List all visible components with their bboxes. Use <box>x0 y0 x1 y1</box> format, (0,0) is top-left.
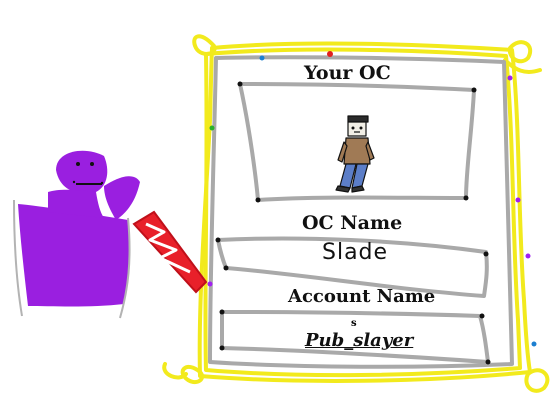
oc-picture-box <box>237 81 477 203</box>
oc-character-drawing <box>335 115 375 193</box>
your-oc-title: Your OC <box>304 62 391 84</box>
frame-dots <box>207 51 537 347</box>
account-name-label: Account Name <box>288 286 436 307</box>
yellow-frame <box>162 34 550 393</box>
oc-name-value[interactable]: Slade <box>322 240 389 265</box>
gray-frame <box>208 55 514 369</box>
account-name-field-frame <box>219 309 491 365</box>
oc-name-field-frame <box>215 236 489 298</box>
account-name-value[interactable]: Pub_slayer <box>305 330 414 351</box>
red-flag-icon <box>132 210 208 294</box>
account-name-superscript: s <box>351 318 357 329</box>
purple-mascot <box>13 150 140 319</box>
oc-name-label: OC Name <box>302 212 403 234</box>
